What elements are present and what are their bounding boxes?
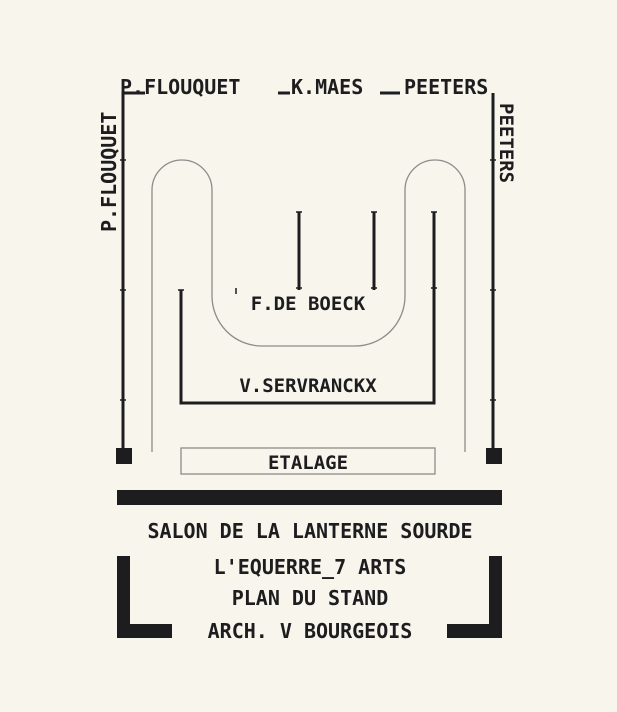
inner-bracket-servranckx <box>179 212 436 405</box>
right-corner-post <box>486 448 502 464</box>
label-servranckx: V.SERVRANCKX <box>239 375 377 397</box>
caption-bracket-right <box>447 556 502 638</box>
label-etalage: ETALAGE <box>268 452 348 474</box>
label-right-peeters: PEETERS <box>495 103 517 183</box>
outer-wall-left <box>121 91 145 455</box>
label-de-boeck: F.DE BOECK <box>251 293 366 315</box>
caption-line-2: L'EQUERRE_7 ARTS <box>214 555 407 579</box>
label-top-maes: K.MAES <box>291 75 363 99</box>
label-top-peeters: PEETERS <box>404 75 488 99</box>
etalage-box <box>180 447 436 475</box>
caption-line-1: SALON DE LA LANTERNE SOURDE <box>147 519 472 543</box>
left-corner-post <box>116 448 132 464</box>
inner-ticks <box>178 211 437 294</box>
caption-line-3: PLAN DU STAND <box>232 586 389 610</box>
label-top-flouquet: P.FLOUQUET <box>120 75 240 99</box>
caption-line-4: ARCH. V BOURGEOIS <box>208 619 413 643</box>
wall-ticks <box>120 159 496 401</box>
thin-u-partition <box>151 159 466 452</box>
divider-bar <box>117 490 502 505</box>
label-left-flouquet: P.FLOUQUET <box>97 112 121 232</box>
caption-bracket-left <box>117 556 172 638</box>
